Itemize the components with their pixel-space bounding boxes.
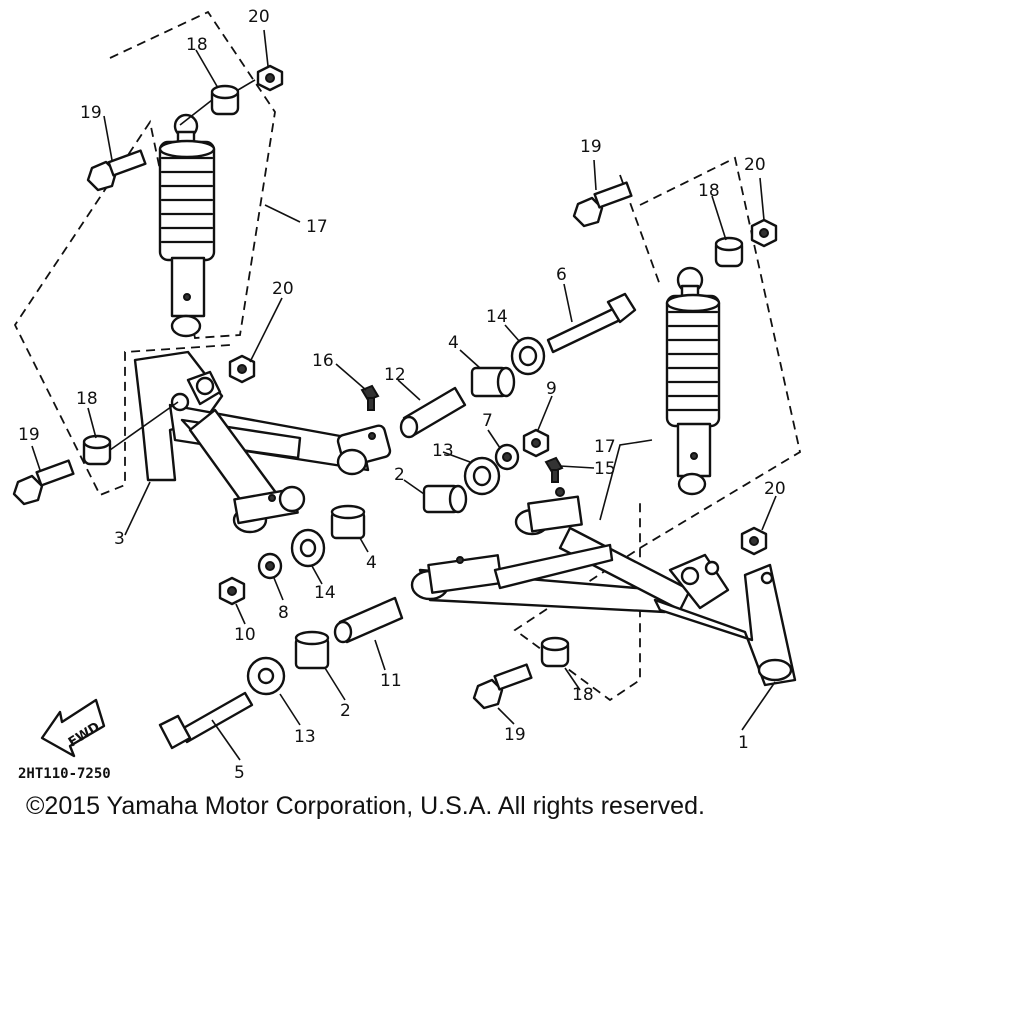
right-front-arm <box>410 487 797 687</box>
copyright-notice: ©2015 Yamaha Motor Corporation, U.S.A. A… <box>26 792 705 820</box>
callout-17: 17 <box>594 437 616 457</box>
left-shock-absorber <box>158 113 216 338</box>
callout-12: 12 <box>384 365 406 385</box>
fwd-arrow-icon: FWD <box>40 698 106 758</box>
callout-13: 13 <box>432 441 454 461</box>
callout-11: 11 <box>380 671 402 691</box>
callout-labels: 20 18 19 17 20 18 19 3 16 12 4 14 6 19 2… <box>18 7 786 783</box>
callout-1: 1 <box>738 733 749 753</box>
callout-4: 4 <box>366 553 377 573</box>
callout-16: 16 <box>312 351 334 371</box>
callout-14: 14 <box>486 307 508 327</box>
callout-14: 14 <box>314 583 336 603</box>
callout-7: 7 <box>482 411 493 431</box>
callout-13: 13 <box>294 727 316 747</box>
callout-19: 19 <box>18 425 40 445</box>
callout-8: 8 <box>278 603 289 623</box>
callout-17: 17 <box>306 217 328 237</box>
callout-2: 2 <box>394 465 405 485</box>
callout-19: 19 <box>80 103 102 123</box>
callout-20: 20 <box>744 155 766 175</box>
callout-2: 2 <box>340 701 351 721</box>
callout-5: 5 <box>234 763 245 783</box>
callout-10: 10 <box>234 625 256 645</box>
callout-15: 15 <box>594 459 616 479</box>
leader-lines <box>31 29 777 761</box>
callout-20: 20 <box>764 479 786 499</box>
callout-18: 18 <box>186 35 208 55</box>
callout-18: 18 <box>76 389 98 409</box>
callout-4: 4 <box>448 333 459 353</box>
callout-3: 3 <box>114 529 125 549</box>
callout-19: 19 <box>580 137 602 157</box>
drawing-code: 2HT110-7250 <box>18 766 111 782</box>
callout-20: 20 <box>272 279 294 299</box>
right-shock-absorber <box>665 266 721 496</box>
callout-9: 9 <box>546 379 557 399</box>
callout-19: 19 <box>504 725 526 745</box>
callout-20: 20 <box>248 7 270 27</box>
callout-18: 18 <box>572 685 594 705</box>
hardware-parts <box>12 64 778 750</box>
left-front-arm <box>133 350 392 534</box>
callout-18: 18 <box>698 181 720 201</box>
callout-6: 6 <box>556 265 567 285</box>
